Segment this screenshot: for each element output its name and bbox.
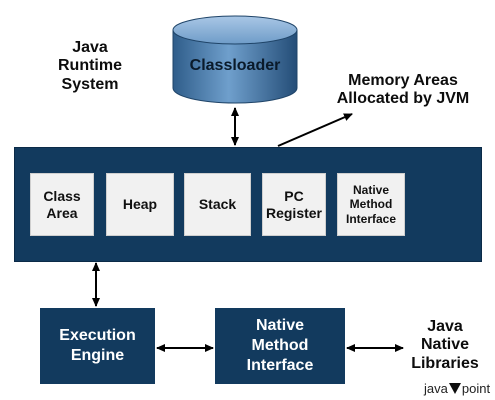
logo-text-point: point (461, 381, 491, 396)
logo-text-java: java (424, 381, 448, 396)
logo-t-icon (448, 383, 461, 394)
java-native-libraries-label: Java Native Libraries (411, 318, 479, 372)
java-runtime-system-label: Java Runtime System (58, 39, 122, 93)
memory-areas-label: Memory Areas Allocated by JVM (336, 72, 470, 108)
stack-box: Stack (184, 173, 251, 236)
pc-register-box: PC Register (262, 173, 326, 236)
native-method-interface-box: Native Method Interface (215, 308, 345, 384)
classloader-cylinder-icon (172, 15, 298, 104)
native-method-interface-memory-box: Native Method Interface (337, 173, 405, 236)
javatpoint-logo: java point (424, 381, 490, 396)
heap-box: Heap (106, 173, 174, 236)
classloader-label: Classloader (189, 57, 281, 74)
class-area-box: Class Area (30, 173, 94, 236)
execution-engine-box: Execution Engine (40, 308, 155, 384)
memory-areas-pointer-arrow (277, 113, 353, 147)
